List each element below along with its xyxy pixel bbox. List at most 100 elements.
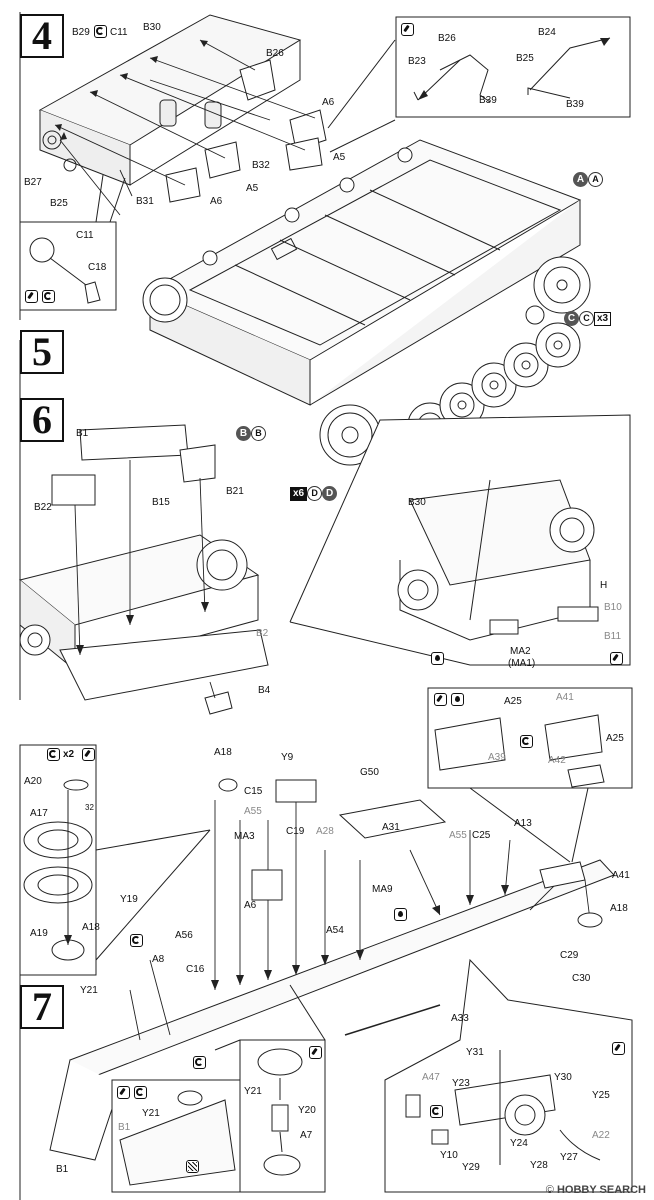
part-label: B1 (56, 1164, 69, 1175)
part-label: A41 (556, 692, 574, 703)
part-label: A6 (322, 97, 335, 108)
part-label: A47 (422, 1072, 440, 1083)
part-label: B2 (256, 628, 269, 639)
part-label: Y21 (244, 1086, 262, 1097)
part-a-symbol: A (573, 172, 588, 187)
part-label: A5 (333, 152, 346, 163)
copyright-sign: © (545, 1184, 554, 1196)
part-label: A20 (24, 776, 42, 787)
rotate-icon (430, 1105, 443, 1118)
part-d-symbol-outline: D (307, 486, 323, 501)
part-c-symbol: C (564, 311, 579, 326)
paint-icon (82, 748, 95, 761)
part-label: A5 (246, 183, 259, 194)
part-label: B26 (438, 33, 456, 44)
part-label: A22 (592, 1130, 610, 1141)
part-label: B25 (50, 198, 68, 209)
part-label: Y29 (462, 1162, 480, 1173)
part-label: B39 (479, 95, 497, 106)
part-label: C29 (560, 950, 579, 961)
part-label: B21 (226, 486, 244, 497)
part-label: G50 (360, 767, 379, 778)
part-label: C30 (572, 973, 591, 984)
part-label: Y28 (530, 1160, 548, 1171)
part-label: Y27 (560, 1152, 578, 1163)
part-label: C19 (286, 826, 305, 837)
part-label: A55 (449, 830, 467, 841)
part-label: Y19 (120, 894, 138, 905)
part-label: A41 (612, 870, 630, 881)
paint-icon (610, 652, 623, 665)
part-label: A17 (30, 808, 48, 819)
part-label: Y21 (142, 1108, 160, 1119)
paint-icon (25, 290, 38, 303)
part-label: A13 (514, 818, 532, 829)
rotate-icon (520, 735, 533, 748)
rotate-icon (130, 934, 143, 947)
part-label: A6 (210, 196, 223, 207)
part-label: C11 (76, 230, 94, 241)
part-label: C11 (110, 27, 128, 38)
part-label: B30 (143, 22, 161, 33)
rotate-icon (47, 748, 60, 761)
part-label: A55 (244, 806, 262, 817)
part-label: B39 (566, 99, 584, 110)
part-label: B4 (258, 685, 271, 696)
part-label: A8 (152, 954, 165, 965)
part-label: A56 (175, 930, 193, 941)
rotate-icon (94, 25, 107, 38)
part-label: B29 (72, 27, 90, 38)
part-label: Y23 (452, 1078, 470, 1089)
part-label: (MA1) (508, 658, 536, 669)
part-label: MA9 (372, 884, 393, 895)
paint-icon (309, 1046, 322, 1059)
part-label: MA2 (510, 646, 531, 657)
part-label: Y20 (298, 1105, 316, 1116)
paint-icon (612, 1042, 625, 1055)
part-b-symbol-outline: B (251, 426, 266, 441)
rotate-icon (134, 1086, 147, 1099)
part-label: B30 (408, 497, 426, 508)
part-label: C25 (472, 830, 491, 841)
part-a-symbol-outline: A (588, 172, 603, 187)
part-label: C18 (88, 262, 107, 273)
part-label: Y10 (440, 1150, 458, 1161)
part-c-symbol-outline: C (579, 311, 594, 326)
part-label: B32 (252, 160, 270, 171)
paint-icon (434, 693, 447, 706)
step-number-5: 5 (20, 330, 64, 374)
part-label: B31 (136, 196, 154, 207)
part-label: B15 (152, 497, 170, 508)
watermark-brand: HOBBY SEARCH (556, 1184, 646, 1196)
part-label: A19 (30, 928, 48, 939)
part-label: A25 (504, 696, 522, 707)
glue-icon (431, 652, 444, 665)
part-label: A33 (451, 1013, 469, 1024)
part-label: A6 (244, 900, 257, 911)
part-label: A28 (316, 826, 334, 837)
part-label: C16 (186, 964, 205, 975)
stencil-icon (186, 1160, 199, 1173)
part-b-symbol: B (236, 426, 251, 441)
paint-icon (401, 23, 414, 36)
part-label: B1 (118, 1122, 131, 1133)
part-label: A7 (300, 1130, 313, 1141)
part-label: B22 (34, 502, 52, 513)
part-label: Y31 (466, 1047, 484, 1058)
part-label: Y25 (592, 1090, 610, 1101)
quantity-badge: x6 (290, 486, 308, 501)
part-label: A18 (82, 922, 100, 933)
part-label: A18 (610, 903, 628, 914)
watermark: © HOBBY SEARCH (546, 1184, 646, 1196)
part-label: B10 (604, 602, 622, 613)
part-label: Y24 (510, 1138, 528, 1149)
part-label: A18 (214, 747, 232, 758)
step-number-4: 4 (20, 14, 64, 58)
quantity-label: x2 (63, 749, 75, 760)
